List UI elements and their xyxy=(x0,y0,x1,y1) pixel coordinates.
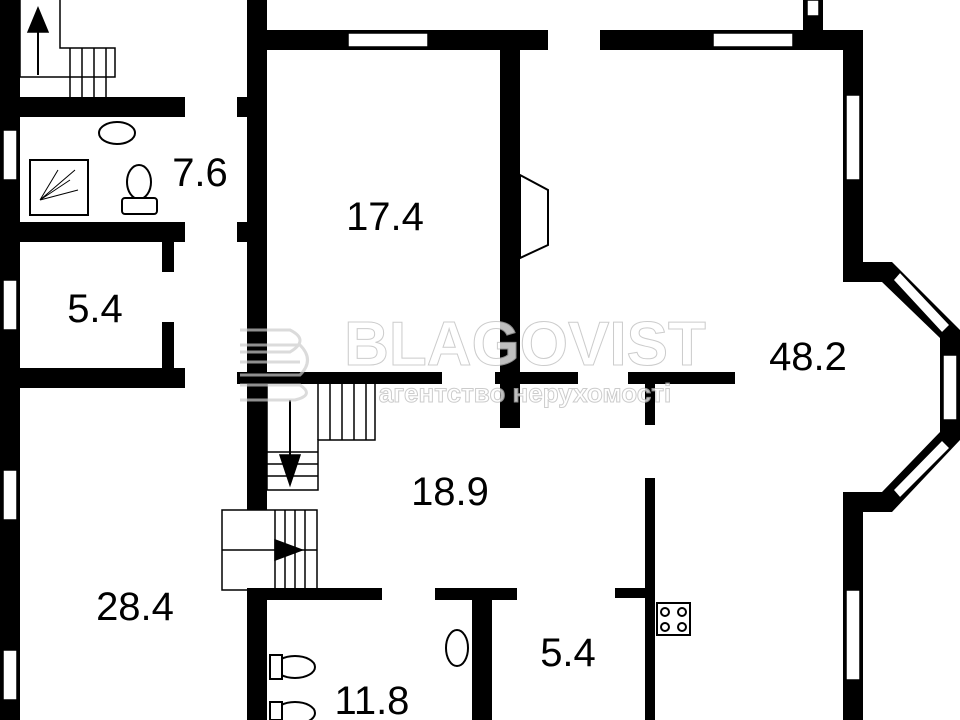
sink-icon xyxy=(98,121,136,145)
watermark-brand: BLAGOVIST xyxy=(344,310,706,379)
room-area-label: 7.6 xyxy=(172,151,228,195)
room-labels: 7.6 17.4 5.4 48.2 18.9 28.4 5.4 11.8 xyxy=(67,151,847,720)
watermark-logo-icon xyxy=(240,328,309,402)
sink-icon xyxy=(445,629,469,667)
watermark-tagline: агентство нерухомості xyxy=(379,378,671,408)
room-area-label: 5.4 xyxy=(67,287,123,331)
shower-icon xyxy=(29,159,89,216)
room-area-label: 11.8 xyxy=(335,679,410,720)
toilet-icon xyxy=(126,164,152,200)
watermark: BLAGOVIST агентство нерухомості xyxy=(240,310,706,409)
room-area-label: 28.4 xyxy=(96,585,174,629)
room-area-label: 48.2 xyxy=(769,335,847,379)
fixtures xyxy=(29,121,691,720)
room-area-label: 18.9 xyxy=(411,470,489,514)
room-area-label: 17.4 xyxy=(346,195,424,239)
room-area-label: 5.4 xyxy=(540,631,596,675)
stairs xyxy=(19,0,376,591)
